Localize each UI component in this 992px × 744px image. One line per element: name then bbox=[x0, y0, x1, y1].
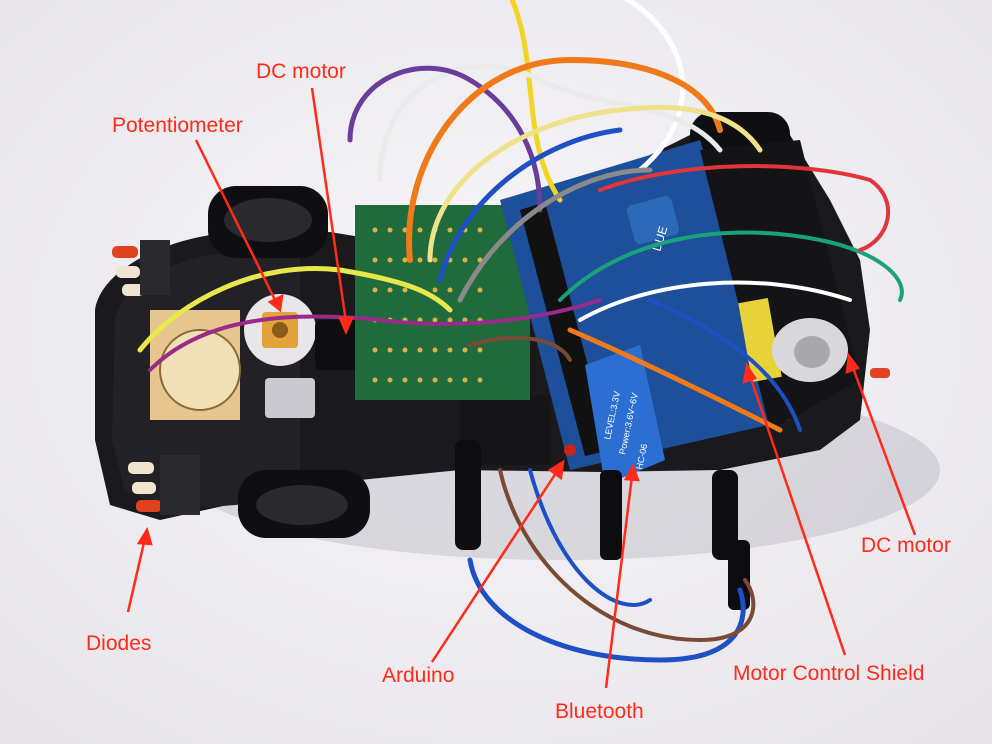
potentiometer-label: Potentiometer bbox=[112, 114, 243, 137]
bluetooth-module: LEVEL:3.3V Power:3.6V~6V HC-06 bbox=[585, 345, 665, 485]
front-left-wheel bbox=[208, 186, 328, 258]
power-cables bbox=[455, 440, 750, 610]
motor-control-shield-label: Motor Control Shield bbox=[733, 662, 925, 685]
front-right-wheel bbox=[238, 470, 370, 538]
diodes-label: Diodes bbox=[86, 632, 152, 655]
front-diodes-top bbox=[112, 240, 170, 296]
arduino-label: Arduino bbox=[382, 664, 455, 687]
front-diodes-bottom bbox=[128, 455, 200, 515]
rear-dc-motor bbox=[772, 318, 890, 382]
annotation-arrows bbox=[126, 87, 917, 689]
jumper-wires bbox=[137, 0, 904, 663]
bluetooth-label: Bluetooth bbox=[555, 700, 644, 723]
potentiometer-part bbox=[244, 294, 316, 366]
dc-motor-label-right: DC motor bbox=[861, 534, 951, 557]
dc-motor-label-top: DC motor bbox=[256, 60, 346, 83]
